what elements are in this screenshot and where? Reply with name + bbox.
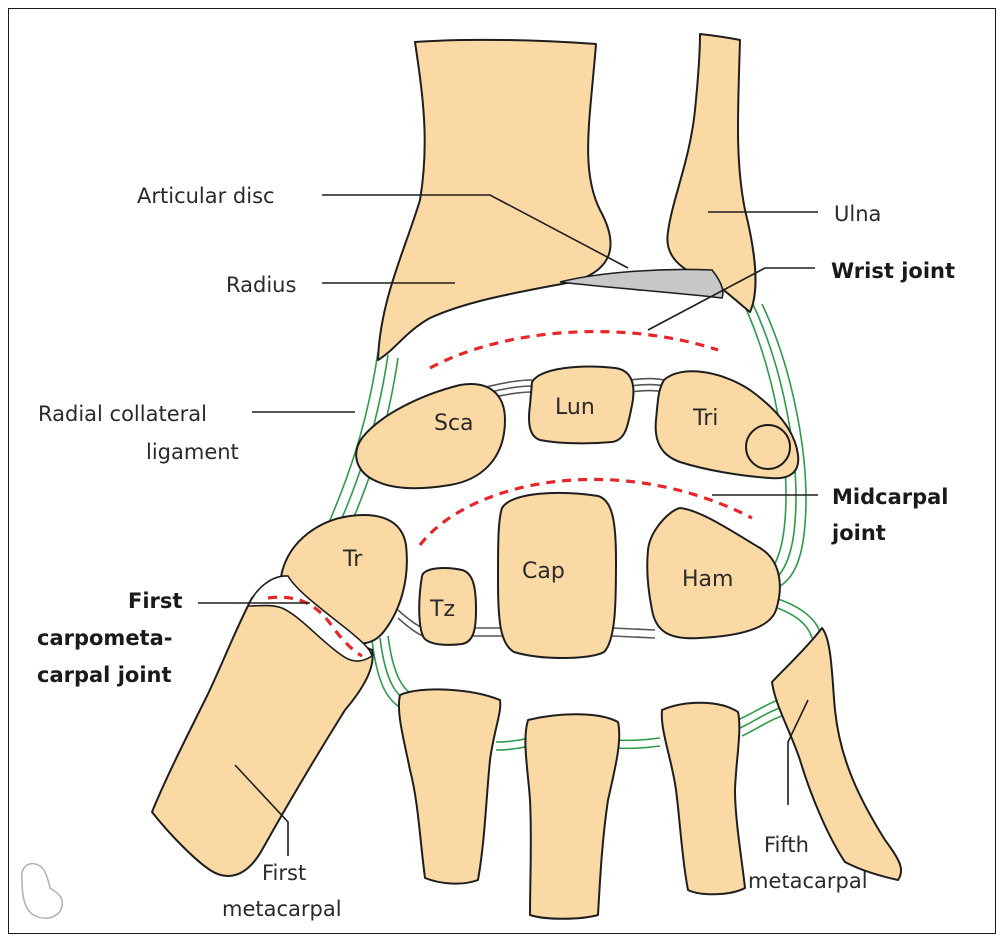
wrist-joint-label: Wrist joint [831, 259, 955, 283]
scaphoid-bone [356, 384, 505, 488]
ulna-label: Ulna [834, 202, 881, 226]
midcarpal-label-line1: Midcarpal [832, 485, 949, 509]
first-cmc-label-line3: carpal joint [37, 663, 172, 687]
lunate-label: Lun [555, 395, 595, 420]
fifth-metacarpal-label-line1: Fifth [764, 833, 809, 857]
fifth-metacarpal-label-line2: metacarpal [748, 869, 868, 893]
triquetrum-label: Tri [692, 406, 718, 431]
fourth-metacarpal-bone [662, 703, 745, 895]
midcarpal-label-line2: joint [831, 521, 886, 545]
first-metacarpal-label-line2: metacarpal [222, 897, 342, 921]
logo-outline-icon [22, 864, 63, 918]
radial-collateral-label-line2: ligament [146, 440, 239, 464]
scaphoid-label: Sca [434, 411, 474, 436]
trapezium-label: Tr [342, 547, 363, 572]
first-cmc-label-line1: First [128, 589, 182, 613]
hamate-label: Ham [682, 567, 733, 592]
radius-bone [378, 40, 611, 360]
first-metacarpal-label-line1: First [262, 861, 306, 885]
radius-label: Radius [226, 273, 296, 297]
third-metacarpal-bone [525, 714, 619, 919]
second-metacarpal-bone [399, 689, 500, 883]
radial-collateral-label-line1: Radial collateral [38, 402, 207, 426]
first-cmc-label-line2: carpometa- [37, 626, 173, 650]
articular-disc-label: Articular disc [137, 184, 275, 208]
pisiform-bone [746, 425, 790, 469]
capitate-label: Cap [522, 559, 565, 584]
trapezoid-label: Tz [429, 597, 455, 622]
wrist-joint-line [430, 332, 718, 368]
